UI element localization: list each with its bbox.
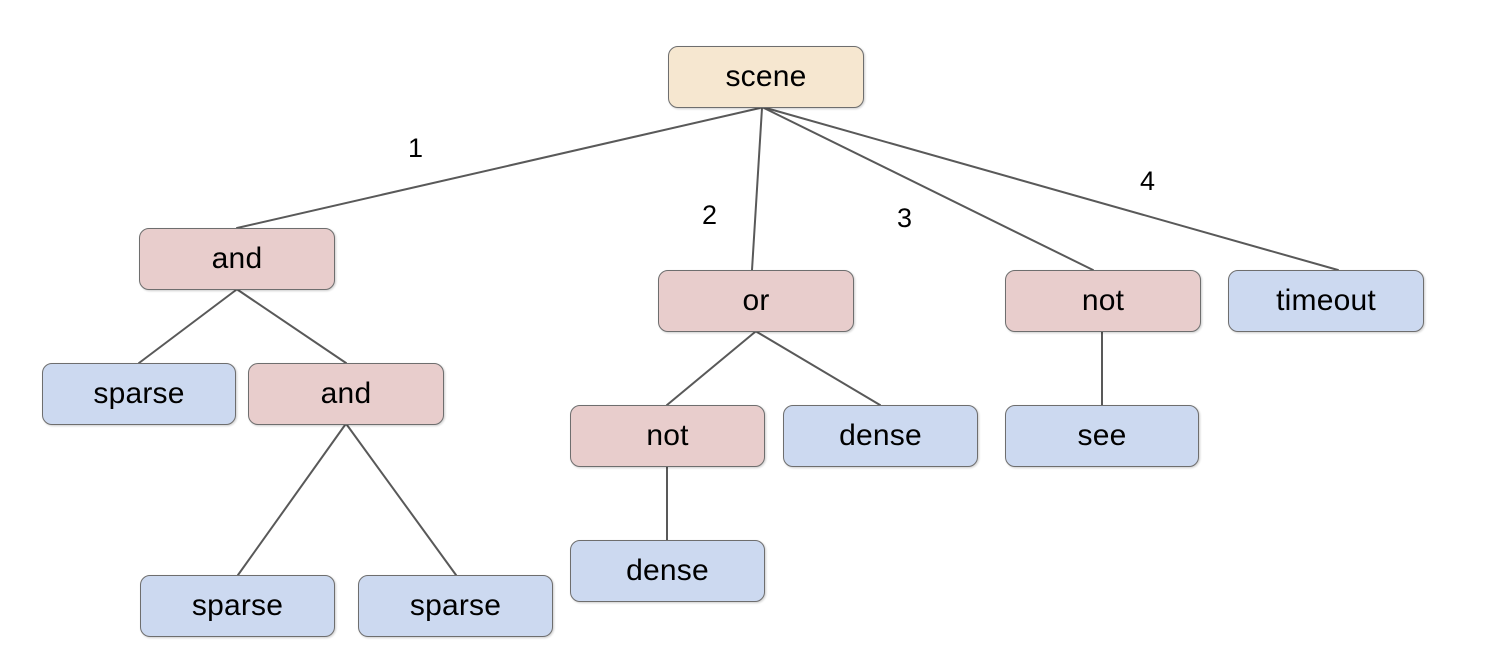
tree-edge-and2-to-sparse3 <box>346 424 457 576</box>
tree-node-dense1[interactable]: dense <box>783 405 978 467</box>
edge-label-1: 1 <box>408 133 424 163</box>
tree-node-not2[interactable]: not <box>570 405 765 467</box>
tree-edge-and1-to-sparse1 <box>138 289 237 364</box>
tree-node-label-dense2: dense <box>626 554 709 587</box>
tree-node-timeout1[interactable]: timeout <box>1228 270 1424 332</box>
tree-edge-scene-to-not1 <box>763 107 1094 271</box>
tree-node-label-dense1: dense <box>839 419 922 452</box>
tree-node-label-see1: see <box>1077 419 1127 452</box>
tree-node-sparse1[interactable]: sparse <box>42 363 236 425</box>
tree-node-not1[interactable]: not <box>1005 270 1201 332</box>
tree-node-or1[interactable]: or <box>658 270 854 332</box>
tree-node-label-and1: and <box>211 242 263 275</box>
tree-node-and2[interactable]: and <box>248 363 444 425</box>
tree-node-label-scene: scene <box>725 60 807 93</box>
tree-node-label-sparse2: sparse <box>191 589 284 622</box>
tree-edge-scene-to-timeout1 <box>765 107 1339 271</box>
tree-node-label-sparse3: sparse <box>409 589 502 622</box>
edge-label-2: 2 <box>702 200 718 230</box>
tree-node-sparse2[interactable]: sparse <box>140 575 335 637</box>
tree-node-label-timeout1: timeout <box>1276 284 1376 317</box>
tree-node-see1[interactable]: see <box>1005 405 1199 467</box>
tree-edge-or1-to-not2 <box>666 331 756 406</box>
tree-edge-and2-to-sparse2 <box>237 424 346 576</box>
tree-edge-and1-to-and2 <box>237 289 347 364</box>
tree-edge-scene-to-and1 <box>236 107 761 229</box>
tree-node-sparse3[interactable]: sparse <box>358 575 553 637</box>
tree-node-label-not1: not <box>1081 284 1125 317</box>
tree-edge-scene-to-or1 <box>751 107 763 271</box>
edge-label-4: 4 <box>1140 166 1156 196</box>
tree-node-label-and2: and <box>320 377 372 410</box>
tree-node-label-not2: not <box>646 419 689 452</box>
tree-node-dense2[interactable]: dense <box>570 540 765 602</box>
tree-node-scene[interactable]: scene <box>668 46 864 108</box>
edge-label-3: 3 <box>897 203 913 233</box>
tree-edge-or1-to-dense1 <box>756 331 881 406</box>
tree-node-label-or1: or <box>742 284 770 317</box>
tree-node-and1[interactable]: and <box>139 228 335 290</box>
tree-node-label-sparse1: sparse <box>93 377 185 410</box>
